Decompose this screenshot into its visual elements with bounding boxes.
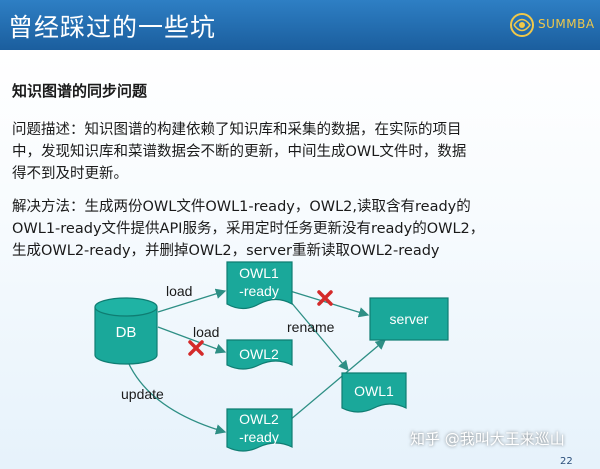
arrow-owl2-ready-to-server xyxy=(289,339,386,421)
summba-logo-icon xyxy=(510,13,534,37)
edge-label-load-1: load xyxy=(166,283,192,299)
owl1-ready-label-line1: OWL1 xyxy=(239,265,279,281)
slide-body xyxy=(0,50,600,469)
cross-icon xyxy=(317,290,333,306)
solution-line: 生成OWL2-ready，并删掉OWL2，server重新读取OWL2-read… xyxy=(12,243,440,259)
slide-header: 曾经踩过的一些坑 SUMMBA xyxy=(0,0,600,50)
owl2-ready-node: OWL2 -ready xyxy=(226,408,293,452)
solution-line: 解决方法：生成两份OWL文件OWL1-ready，OWL2,读取含有ready的 xyxy=(12,199,471,215)
zhihu-watermark: 知乎 @我叫大王来巡山 xyxy=(410,430,565,448)
arrow-db-to-owl1-ready xyxy=(157,288,227,313)
arrow-owl1-ready-to-owl1 xyxy=(289,300,349,371)
page-number: 22 xyxy=(560,456,573,467)
solution-description: 解决方法：生成两份OWL文件OWL1-ready，OWL2,读取含有ready的… xyxy=(12,196,532,262)
owl1-ready-node: OWL1 -ready xyxy=(226,261,293,310)
edge-label-update: update xyxy=(121,386,164,402)
server-label: server xyxy=(390,311,429,327)
arrow-db-to-owl2-ready xyxy=(127,361,227,435)
section-subtitle: 知识图谱的同步问题 xyxy=(12,82,148,100)
cross-icon xyxy=(188,340,204,356)
owl2-ready-label-line1: OWL2 xyxy=(239,411,279,427)
owl2-node: OWL2 xyxy=(226,339,293,370)
db-label: DB xyxy=(116,324,137,341)
arrow-db-to-owl2 xyxy=(157,326,227,354)
problem-line: 问题描述：知识图谱的构建依赖了知识库和采集的数据，在实际的项目 xyxy=(12,122,462,138)
solution-line: OWL1-ready文件提供API服务，采用定时任务更新没有ready的OWL2… xyxy=(12,221,485,237)
owl1-node: OWL1 xyxy=(341,372,407,413)
edge-label-load-2: load xyxy=(193,324,219,340)
summba-logo: SUMMBA xyxy=(508,8,596,42)
edge-label-rename: rename xyxy=(287,319,335,335)
owl1-label: OWL1 xyxy=(354,383,394,399)
owl2-label: OWL2 xyxy=(239,346,279,362)
problem-description: 问题描述：知识图谱的构建依赖了知识库和采集的数据，在实际的项目 中，发现知识库和… xyxy=(12,119,532,185)
server-node: server xyxy=(369,297,449,341)
diagram-arrows xyxy=(127,288,386,435)
slide-title: 曾经踩过的一些坑 xyxy=(8,13,217,42)
db-node: DB xyxy=(94,297,158,365)
problem-line: 中，发现知识库和菜谱数据会不断的更新，中间生成OWL文件时，数据 xyxy=(12,144,467,160)
owl2-ready-label-line2: -ready xyxy=(239,429,279,445)
problem-line: 得不到及时更新。 xyxy=(12,166,128,182)
logo-text: SUMMBA xyxy=(538,17,595,31)
owl1-ready-label-line2: -ready xyxy=(239,283,279,299)
